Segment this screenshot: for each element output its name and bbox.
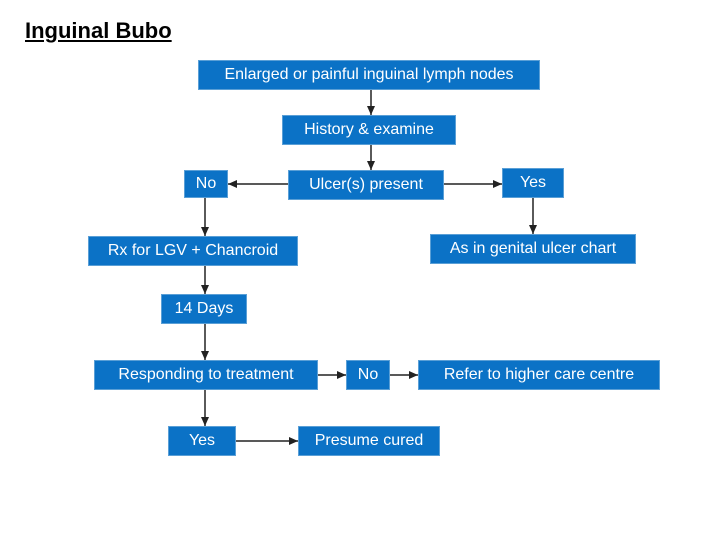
history-examine-box: History & examine bbox=[282, 115, 456, 145]
no-middle-box: No bbox=[346, 360, 390, 390]
yes-bottom-box: Yes bbox=[168, 426, 236, 456]
refer-higher-care-box: Refer to higher care centre bbox=[418, 360, 660, 390]
yes-right-box: Yes bbox=[502, 168, 564, 198]
genital-ulcer-chart-box: As in genital ulcer chart bbox=[430, 234, 636, 264]
enlarged-nodes-box: Enlarged or painful inguinal lymph nodes bbox=[198, 60, 540, 90]
responding-treatment-box: Responding to treatment bbox=[94, 360, 318, 390]
presume-cured-box: Presume cured bbox=[298, 426, 440, 456]
no-left-box: No bbox=[184, 170, 228, 198]
ulcers-present-box: Ulcer(s) present bbox=[288, 170, 444, 200]
rx-lgv-chancroid-box: Rx for LGV + Chancroid bbox=[88, 236, 298, 266]
page-title: Inguinal Bubo bbox=[25, 18, 172, 43]
fourteen-days-box: 14 Days bbox=[161, 294, 247, 324]
